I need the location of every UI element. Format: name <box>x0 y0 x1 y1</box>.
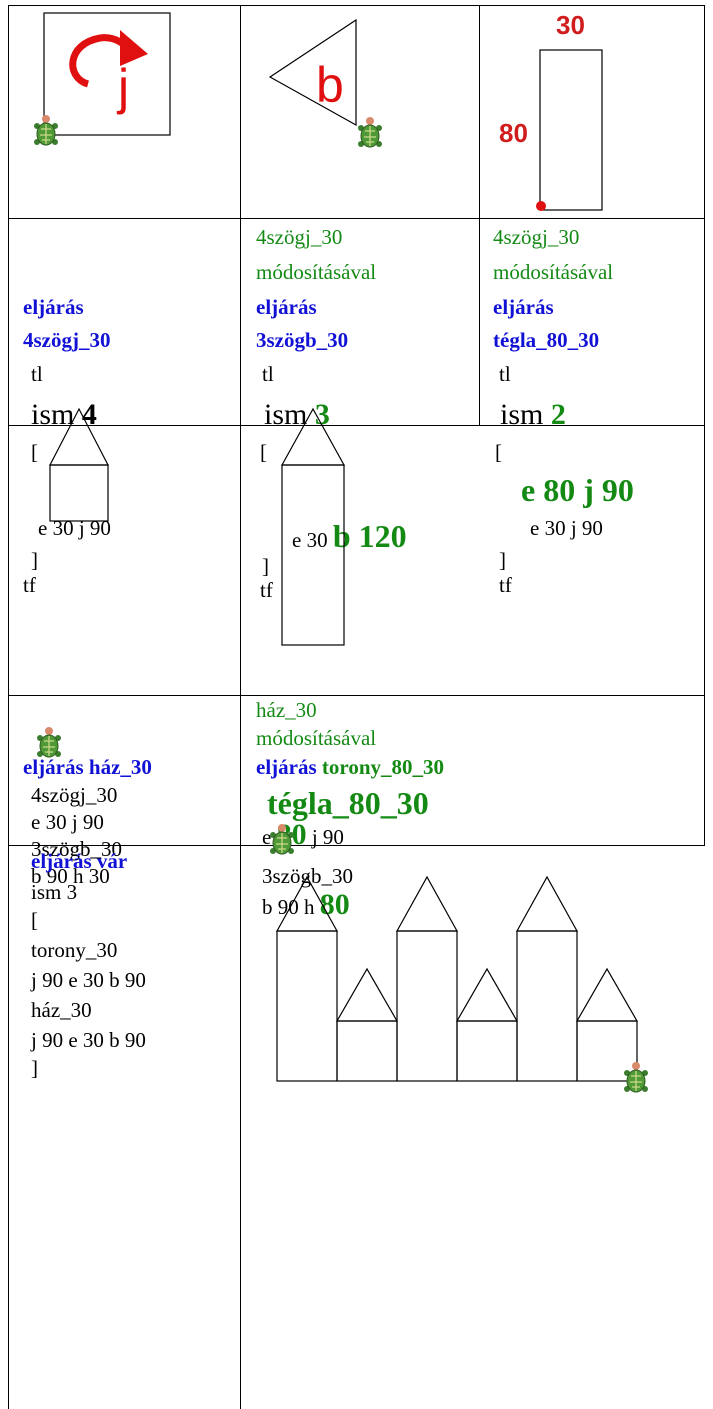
keyword-eljaras: eljárás <box>23 295 84 319</box>
ism-keyword: ism <box>31 398 75 431</box>
move-distance: 80 <box>319 888 350 921</box>
procedure-title: eljárás torony_80_30 <box>256 757 444 778</box>
code-line: [ <box>260 440 267 464</box>
castle-house-2-roof <box>455 967 519 1022</box>
code-line: ] <box>262 554 269 578</box>
ism-keyword: ism <box>264 398 308 431</box>
house-roof-figure <box>49 407 109 466</box>
procedure-name: 3szögb_30 <box>256 328 349 352</box>
castle-tower-2-roof <box>395 875 459 932</box>
square-figure <box>43 12 171 136</box>
code-line: 3szögb_30 <box>262 864 353 888</box>
procedure-name: torony_80_30 <box>321 755 445 779</box>
turn-command: b 120 <box>332 518 407 554</box>
modification-note: módosításával <box>493 260 614 284</box>
start-dot-icon <box>536 201 546 211</box>
move-command: e 30 <box>292 528 328 552</box>
table-border-top <box>8 5 705 6</box>
row-divider-3 <box>8 695 705 696</box>
arrow-head-icon <box>120 30 148 66</box>
code-line: ház_30 <box>31 998 92 1022</box>
code-line: 4szögj_30 <box>31 783 118 807</box>
row1-drawings <box>43 12 603 211</box>
modification-note: 4szögj_30 <box>256 225 343 249</box>
code-line-ism: ism 4 <box>31 400 97 430</box>
triangle-figure <box>268 18 357 127</box>
turtle-icon <box>623 1061 649 1093</box>
turtle-icon <box>357 116 383 148</box>
procedure-name: 4szögj_30 <box>23 328 111 352</box>
code-line: tl <box>31 362 43 386</box>
code-line-emphasis: tégla_80_30 <box>267 785 429 821</box>
code-line: tl <box>499 362 511 386</box>
code-line: j 90 e 30 b 90 <box>31 968 146 992</box>
code-line: b 90 h 30 <box>31 864 110 888</box>
row-divider-1 <box>8 218 705 219</box>
castle-house-3-roof <box>575 967 639 1022</box>
rect-width-label: 30 <box>556 10 585 40</box>
castle-house-1-roof <box>335 967 399 1022</box>
code-line: e 30 j 90 <box>38 516 111 540</box>
keyword-eljaras: eljárás <box>256 755 317 779</box>
turn-command: b 90 h <box>262 895 315 919</box>
procedure-name: tégla_80_30 <box>493 328 600 352</box>
turn-letter-b: b <box>316 57 344 113</box>
code-line-ism: ism 2 <box>500 400 566 430</box>
code-line: tl <box>262 362 274 386</box>
row3-drawings <box>49 407 346 646</box>
code-line: j 90 e 30 b 90 <box>31 1028 146 1052</box>
code-line: [ <box>31 440 38 464</box>
tall-rectangle-figure <box>539 49 603 211</box>
keyword-eljaras: eljárás <box>256 295 317 319</box>
code-line: ism 3 <box>31 880 78 904</box>
row-divider-4 <box>8 845 705 846</box>
tower-roof-figure <box>280 407 346 466</box>
code-line: [ <box>495 440 502 464</box>
code-line: ] <box>31 1056 38 1080</box>
modification-note: módosításával <box>256 726 377 750</box>
code-line: e 30 j 90 <box>530 516 603 540</box>
code-line: tf <box>260 578 273 602</box>
code-line-end: b 90 h 80 <box>262 890 350 920</box>
procedure-title: eljárás ház_30 <box>23 755 152 779</box>
repeat-count: 3 <box>314 398 330 431</box>
turn-command: j 90 <box>311 825 344 849</box>
modification-note: módosításával <box>256 260 377 284</box>
modification-note: ház_30 <box>256 698 317 722</box>
move-command: e <box>262 825 272 849</box>
procedure-title: eljárás vár <box>31 849 128 873</box>
turn-letter-j: j <box>118 59 130 115</box>
repeat-count: 2 <box>550 398 566 431</box>
rect-height-label: 80 <box>499 118 528 148</box>
code-line: 3szögb_30 <box>31 837 122 861</box>
keyword-eljaras: eljárás <box>493 295 554 319</box>
castle-tower-1-roof <box>275 875 339 932</box>
ism-keyword: ism <box>500 398 544 431</box>
code-line: ] <box>499 548 506 572</box>
turtle-icon <box>269 823 295 855</box>
code-line-ism: ism 3 <box>264 400 330 430</box>
code-line: tf <box>23 573 36 597</box>
col-divider-2 <box>479 5 480 425</box>
table-border-left <box>8 5 9 1409</box>
code-line: ] <box>31 548 38 572</box>
col-divider-1 <box>240 5 241 1409</box>
code-line: tf <box>499 573 512 597</box>
code-line-move-turn: e 30 b 120 <box>292 520 407 552</box>
code-line: [ <box>31 908 38 932</box>
turtle-icon <box>36 726 62 758</box>
row-divider-2 <box>8 425 705 426</box>
turtle-icon <box>33 114 59 146</box>
modification-note: 4szögj_30 <box>493 225 580 249</box>
code-line: e 30 j 90 <box>31 810 104 834</box>
code-line: torony_30 <box>31 938 118 962</box>
code-line-emphasis: e 80 j 90 <box>521 472 634 508</box>
castle-tower-3-roof <box>515 875 579 932</box>
